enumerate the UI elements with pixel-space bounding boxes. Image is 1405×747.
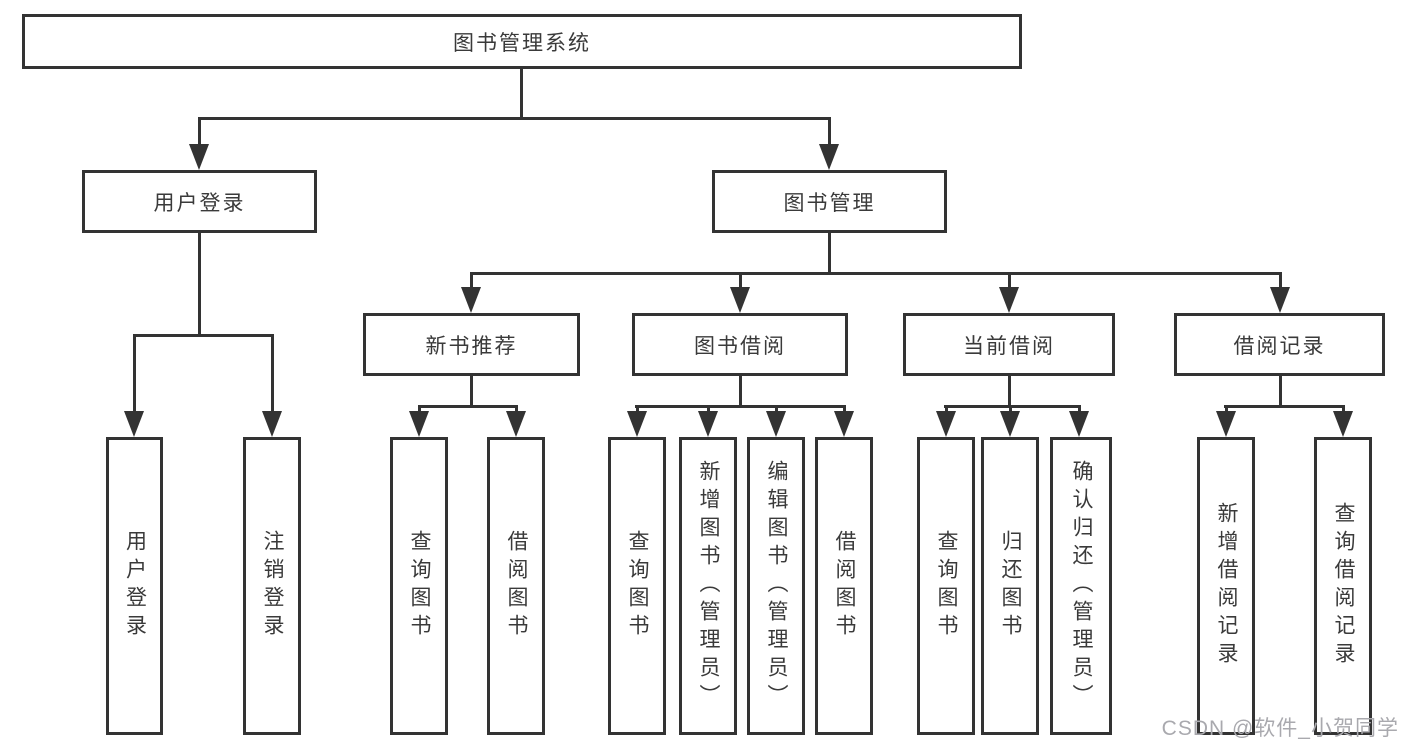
arrow-down-icon xyxy=(1069,411,1089,437)
connector-shaft xyxy=(1225,405,1228,415)
leaf-borrowing-borrow-books: 借阅图书 xyxy=(815,437,873,735)
node-current-borrowing: 当前借阅 xyxy=(903,313,1115,376)
leaf-records-add-borrow-record: 新增借阅记录 xyxy=(1197,437,1255,735)
connector-bookmgmt-vertical xyxy=(828,233,831,275)
arrow-down-icon xyxy=(262,411,282,437)
arrow-down-icon xyxy=(819,144,839,170)
connector-shaft xyxy=(1279,272,1282,289)
leaf-records-query-borrow-record: 查询借阅记录 xyxy=(1314,437,1372,735)
leaf-current-return-books: 归还图书 xyxy=(981,437,1039,735)
arrow-down-icon xyxy=(834,411,854,437)
connector-newbook-vertical xyxy=(470,376,473,407)
leaf-borrowing-query-books: 查询图书 xyxy=(608,437,666,735)
node-library-system: 图书管理系统 xyxy=(22,14,1022,69)
connector-shaft xyxy=(775,405,778,415)
connector-borrowing-horizontal xyxy=(635,405,846,408)
arrow-down-icon xyxy=(1000,411,1020,437)
arrow-down-icon xyxy=(1270,287,1290,313)
leaf-newbook-borrow-books: 借阅图书 xyxy=(487,437,545,735)
leaf-newbook-query-books: 查询图书 xyxy=(390,437,448,735)
arrow-down-icon xyxy=(124,411,144,437)
connector-userlogin-horizontal xyxy=(133,334,274,337)
arrow-down-icon xyxy=(1333,411,1353,437)
connector-current-horizontal xyxy=(944,405,1081,408)
leaf-current-query-books: 查询图书 xyxy=(917,437,975,735)
connector-newbook-horizontal xyxy=(418,405,518,408)
leaf-logout: 注销登录 xyxy=(243,437,301,735)
arrow-down-icon xyxy=(766,411,786,437)
node-book-borrowing: 图书借阅 xyxy=(632,313,848,376)
arrow-down-icon xyxy=(936,411,956,437)
arrow-down-icon xyxy=(461,287,481,313)
connector-root-vertical xyxy=(520,69,523,119)
node-borrowing-records: 借阅记录 xyxy=(1174,313,1385,376)
leaf-current-confirm-return-admin: 确认归还（管理员） xyxy=(1050,437,1112,735)
connector-records-horizontal xyxy=(1224,405,1345,408)
arrow-down-icon xyxy=(627,411,647,437)
arrow-down-icon xyxy=(506,411,526,437)
node-book-management: 图书管理 xyxy=(712,170,947,233)
connector-borrowing-vertical xyxy=(739,376,742,407)
connector-shaft xyxy=(271,334,274,414)
connector-shaft xyxy=(828,117,831,145)
leaf-user-login: 用户登录 xyxy=(106,437,163,735)
arrow-down-icon xyxy=(189,144,209,170)
arrow-down-icon xyxy=(698,411,718,437)
connector-shaft xyxy=(1008,272,1011,289)
connector-shaft xyxy=(636,405,639,415)
connector-bookmgmt-horizontal xyxy=(470,272,1282,275)
node-new-book-recommend: 新书推荐 xyxy=(363,313,580,376)
connector-shaft xyxy=(1078,405,1081,415)
connector-shaft xyxy=(198,117,201,145)
connector-current-vertical xyxy=(1008,376,1011,407)
node-user-login: 用户登录 xyxy=(82,170,317,233)
arrow-down-icon xyxy=(409,411,429,437)
arrow-down-icon xyxy=(1216,411,1236,437)
connector-shaft xyxy=(843,405,846,415)
connector-shaft xyxy=(515,405,518,415)
connector-shaft xyxy=(1009,405,1012,415)
leaf-borrowing-edit-books-admin: 编辑图书（管理员） xyxy=(747,437,805,735)
csdn-watermark: CSDN @软件_小贺同学 xyxy=(1161,717,1399,740)
connector-shaft xyxy=(1342,405,1345,415)
connector-shaft xyxy=(739,272,742,289)
connector-shaft xyxy=(707,405,710,415)
leaf-borrowing-add-books-admin: 新增图书（管理员） xyxy=(679,437,737,735)
connector-shaft xyxy=(470,272,473,289)
arrow-down-icon xyxy=(730,287,750,313)
connector-shaft xyxy=(418,405,421,415)
connector-shaft xyxy=(945,405,948,415)
connector-shaft xyxy=(133,334,136,414)
connector-root-horizontal xyxy=(198,117,831,120)
arrow-down-icon xyxy=(999,287,1019,313)
connector-records-vertical xyxy=(1279,376,1282,407)
connector-userlogin-vertical xyxy=(198,233,201,336)
